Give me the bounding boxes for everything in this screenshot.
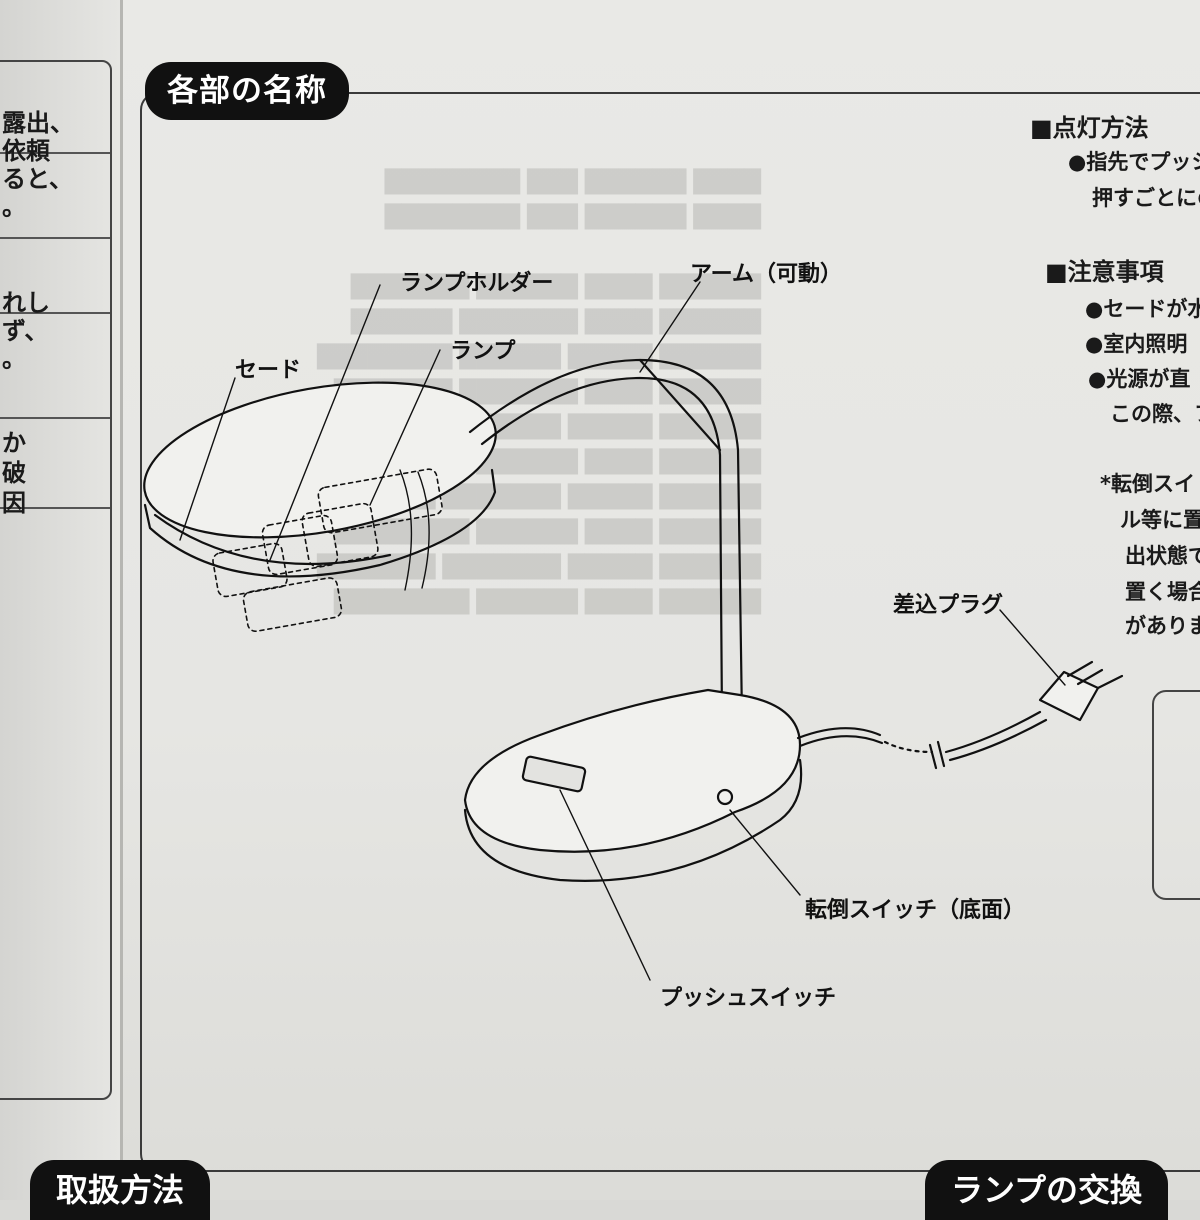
section-frame	[140, 92, 1200, 1172]
caution-line: *転倒スイ	[1100, 472, 1195, 496]
divider	[0, 507, 110, 509]
caution-line: 置く場合	[1125, 580, 1200, 604]
label-lamp: ランプ	[450, 339, 516, 364]
label-shade: セード	[235, 358, 302, 383]
caution-line: 出状態で	[1125, 544, 1200, 568]
label-lamp-holder: ランプホルダー	[400, 271, 554, 296]
current-page	[123, 0, 1200, 1200]
previous-page-text: 。	[2, 345, 26, 373]
label-arm: アーム（可動）	[690, 262, 843, 287]
divider	[0, 152, 110, 154]
previous-page-text: れし	[2, 289, 50, 317]
caution-line: ●室内照明	[1085, 332, 1188, 356]
previous-page-text: ず、	[2, 317, 49, 345]
previous-page-text: ると、	[2, 165, 74, 193]
caution-line: ●セードが水	[1085, 297, 1200, 321]
previous-page-text: 因	[2, 489, 26, 517]
caution-line: ル等に置	[1120, 508, 1200, 532]
note-box	[1152, 690, 1200, 900]
cautions-heading: ■注意事項	[1045, 258, 1164, 286]
label-tip-switch: 転倒スイッチ（底面）	[805, 898, 1026, 923]
label-plug: 差込プラグ	[893, 593, 1004, 618]
caution-line: この際、フ	[1110, 402, 1200, 426]
previous-page: 露出、 依頼 ると、 。 れし ず、 。 か 破 因	[0, 0, 123, 1200]
divider	[0, 237, 110, 239]
lighting-heading: ■点灯方法	[1030, 114, 1149, 142]
caution-line: がありま	[1125, 614, 1200, 638]
section-tab-lamp-replacement: ランプの交換	[925, 1160, 1169, 1220]
previous-page-text: か	[2, 429, 26, 457]
divider	[0, 312, 110, 314]
previous-page-text: 破	[2, 459, 26, 487]
section-tab-handling: 取扱方法	[30, 1160, 211, 1220]
previous-page-text: 露出、	[2, 109, 74, 137]
section-title: 各部の名称	[145, 62, 349, 120]
label-push-switch: プッシュスイッチ	[660, 986, 837, 1011]
divider	[0, 417, 110, 419]
previous-page-text: 依頼	[2, 137, 50, 165]
previous-page-frame	[0, 60, 112, 1100]
caution-line: ●光源が直	[1088, 367, 1191, 391]
lighting-line: ●指先でプッシ	[1068, 150, 1200, 174]
previous-page-text: 。	[2, 193, 26, 221]
lighting-line: 押すごとにの	[1092, 186, 1200, 210]
